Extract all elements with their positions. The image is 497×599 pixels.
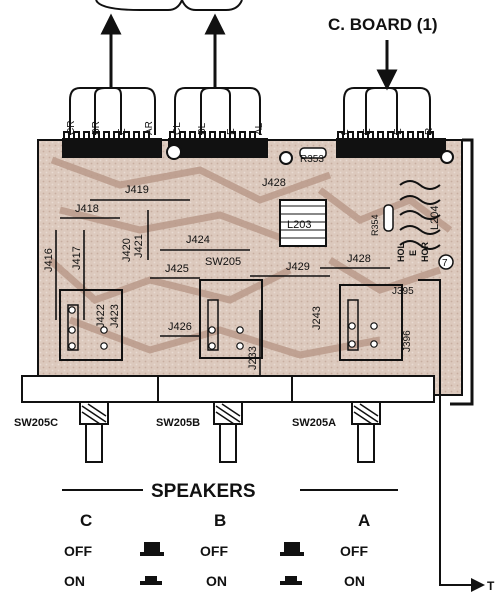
off-label-c: OFF: [64, 543, 92, 559]
sw205a-label: SW205A: [292, 417, 336, 429]
connector-label-e-middle: E: [226, 128, 237, 135]
jumper-j424: J424: [186, 234, 210, 246]
jumper-j421: J421: [133, 234, 145, 258]
jumper-j425: J425: [165, 263, 189, 275]
jumper-j426: J426: [168, 321, 192, 333]
right-edge-bracket: [450, 138, 474, 406]
on-symbol-left: [140, 576, 162, 585]
on-symbol-right: [280, 576, 302, 585]
l203-label: L203: [287, 219, 311, 231]
r354-label: R354: [370, 214, 380, 236]
jumper-j243: J243: [311, 306, 323, 330]
hol-label: HOL: [396, 243, 406, 263]
jumper-j420: J420: [121, 238, 133, 262]
jumper-j395: J395: [392, 286, 414, 297]
legend-column-c: C: [80, 511, 92, 530]
connector-label-e-right-1: E: [362, 128, 373, 135]
connector-label-br: BR: [91, 121, 102, 135]
coil-l204: L204: [399, 180, 441, 250]
sw205c-label: SW205C: [14, 417, 58, 429]
mount-hole-mid: [279, 151, 293, 165]
switch-shaft-a: [351, 401, 381, 463]
legend-column-b: B: [214, 511, 226, 530]
coil-l203: L203: [279, 199, 327, 247]
front-panel-strip: [21, 375, 435, 403]
jumper-j417: J417: [71, 246, 83, 270]
legend-title: SPEAKERS: [151, 481, 256, 502]
connector-header-left: [62, 131, 162, 158]
pin-7-label: 7: [442, 258, 448, 269]
off-label-a: OFF: [340, 543, 368, 559]
resistor-r353: R353: [299, 147, 327, 165]
switch-shaft-c: [79, 401, 109, 463]
connector-label-e-left: E: [117, 128, 128, 135]
sw205-label: SW205: [205, 256, 241, 268]
on-label-c: ON: [64, 573, 85, 589]
connector-label-e-right-2: E: [393, 128, 404, 135]
connector-label-bl: BL: [197, 122, 208, 135]
jumper-wires: [55, 199, 390, 378]
resistor-r354: R354: [370, 204, 394, 236]
connector-label-r: R: [424, 128, 435, 135]
switch-block-b: [199, 279, 263, 359]
edge-mark: T: [487, 579, 495, 593]
connector-label-ar: AR: [144, 121, 155, 135]
jumper-j422: J422: [95, 304, 107, 328]
switch-block-a: [339, 284, 403, 361]
hor-label: HOR: [420, 242, 430, 263]
e-label: E: [408, 250, 418, 256]
pcb-board: [37, 139, 463, 396]
connector-label-l: L: [340, 129, 351, 135]
jumper-j428: J428: [347, 253, 371, 265]
jumper-j419: J419: [125, 184, 149, 196]
mount-hole-left: [166, 144, 182, 160]
jumper-j416: J416: [43, 248, 55, 272]
board-label: C. BOARD (1): [328, 15, 438, 34]
jumper-j427: J428: [262, 177, 286, 189]
sw205b-label: SW205B: [156, 417, 200, 429]
off-symbol-left: [140, 542, 164, 556]
lead-wires: [69, 87, 431, 135]
off-symbol-right: [280, 542, 304, 556]
output-wire: [418, 279, 485, 592]
top-bracket: [95, 0, 243, 11]
switch-block-c: [59, 289, 123, 361]
connector-header-middle: [168, 131, 268, 158]
jumper-j423: J423: [109, 304, 121, 328]
on-label-a: ON: [344, 573, 365, 589]
mount-hole-right: [440, 150, 454, 164]
connector-header-right: [336, 131, 446, 158]
connector-label-cr: CR: [66, 121, 77, 135]
switch-shaft-b: [213, 401, 243, 463]
l204-label: L204: [429, 206, 441, 230]
legend-column-a: A: [358, 511, 370, 530]
pin-7-marker: [438, 254, 454, 270]
jumper-j418: J418: [75, 203, 99, 215]
jumper-j396: J396: [402, 330, 413, 352]
connector-label-cl: CL: [172, 122, 183, 135]
r353-label: R353: [300, 154, 324, 165]
jumper-j429: J429: [286, 261, 310, 273]
connector-label-al: AL: [254, 122, 265, 135]
on-label-b: ON: [206, 573, 227, 589]
off-label-b: OFF: [200, 543, 228, 559]
